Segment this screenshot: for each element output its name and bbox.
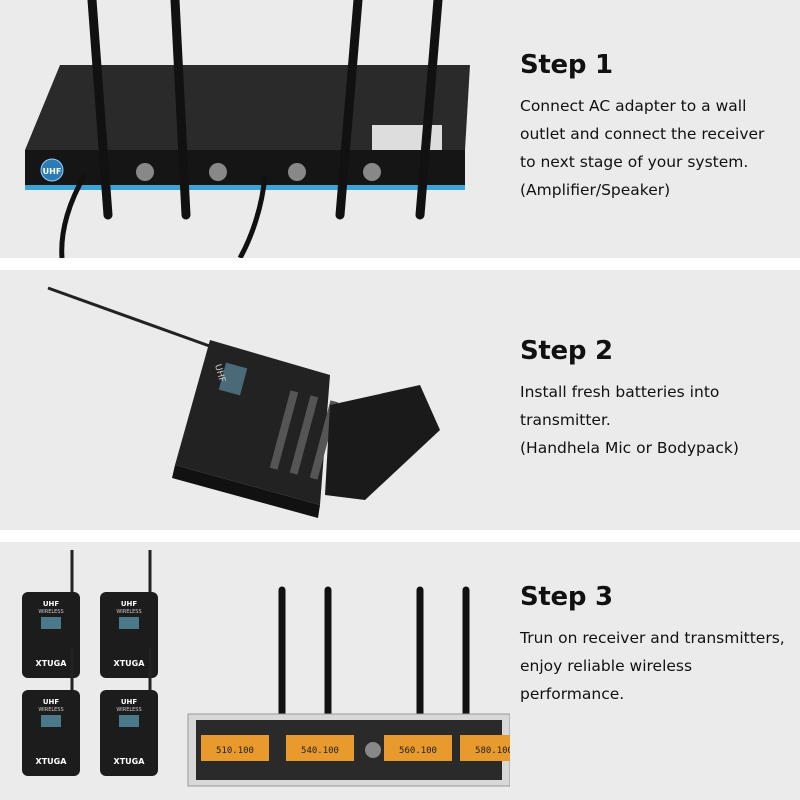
step-2-panel: UHF Step 2 Install fresh batteries into … bbox=[0, 270, 800, 530]
step-3-line: performance. bbox=[520, 685, 625, 703]
step-1-text: Step 1 Connect AC adapter to a wall outl… bbox=[520, 50, 764, 204]
uhf-logo: UHF bbox=[43, 167, 62, 176]
step-2-line: Install fresh batteries into bbox=[520, 383, 720, 401]
step-1-line: (Amplifier/Speaker) bbox=[520, 181, 671, 199]
brand-logo: XTUGA bbox=[36, 659, 68, 668]
step-3-line: Trun on receiver and transmitters, bbox=[520, 629, 785, 647]
channel-display bbox=[286, 735, 354, 761]
step-2-line: (Handhela Mic or Bodypack) bbox=[520, 439, 739, 457]
step-2-text: Step 2 Install fresh batteries into tran… bbox=[520, 336, 739, 462]
channel-display bbox=[201, 735, 269, 761]
step-3-title: Step 3 bbox=[520, 582, 613, 612]
channel-frequency: 540.100 bbox=[301, 746, 339, 756]
svg-text:WIRELESS: WIRELESS bbox=[116, 609, 141, 615]
uhf-logo: UHF bbox=[121, 600, 138, 608]
step-3-line: enjoy reliable wireless bbox=[520, 657, 693, 675]
channel-display bbox=[384, 735, 452, 761]
channel-frequency: 510.100 bbox=[216, 746, 254, 756]
receiver-back-image: UHF bbox=[25, 0, 470, 258]
step-1-line: Connect AC adapter to a wall bbox=[520, 97, 747, 115]
uhf-logo: UHF bbox=[43, 698, 60, 706]
svg-text:WIRELESS: WIRELESS bbox=[38, 609, 63, 615]
brand-logo: XTUGA bbox=[114, 757, 146, 766]
bodypack-transmitter-image: UHF bbox=[47, 286, 440, 518]
brand-logo: XTUGA bbox=[114, 659, 146, 668]
svg-text:WIRELESS: WIRELESS bbox=[116, 707, 141, 713]
step-1-title: Step 1 bbox=[520, 50, 613, 80]
step-1-panel: UHF Step 1 Connect AC adapter to a wall … bbox=[0, 0, 800, 258]
channel-frequency: 560.100 bbox=[399, 746, 437, 756]
step-1-line: to next stage of your system. bbox=[520, 153, 749, 171]
step-2-title: Step 2 bbox=[520, 336, 613, 366]
svg-text:WIRELESS: WIRELESS bbox=[38, 707, 63, 713]
channel-frequency: 580.100 bbox=[475, 746, 510, 756]
brand-logo: XTUGA bbox=[36, 757, 68, 766]
system-set-image: UHFWIRELESSXTUGAUHFWIRELESSXTUGAUHFWIREL… bbox=[22, 550, 510, 787]
step-1-line: outlet and connect the receiver bbox=[520, 125, 765, 143]
uhf-logo: UHF bbox=[121, 698, 138, 706]
uhf-logo: UHF bbox=[43, 600, 60, 608]
step-3-text: Step 3 Trun on receiver and transmitters… bbox=[520, 582, 785, 708]
uhf-logo: UHF bbox=[212, 363, 226, 384]
channel-display bbox=[460, 735, 510, 761]
step-2-line: transmitter. bbox=[520, 411, 611, 429]
